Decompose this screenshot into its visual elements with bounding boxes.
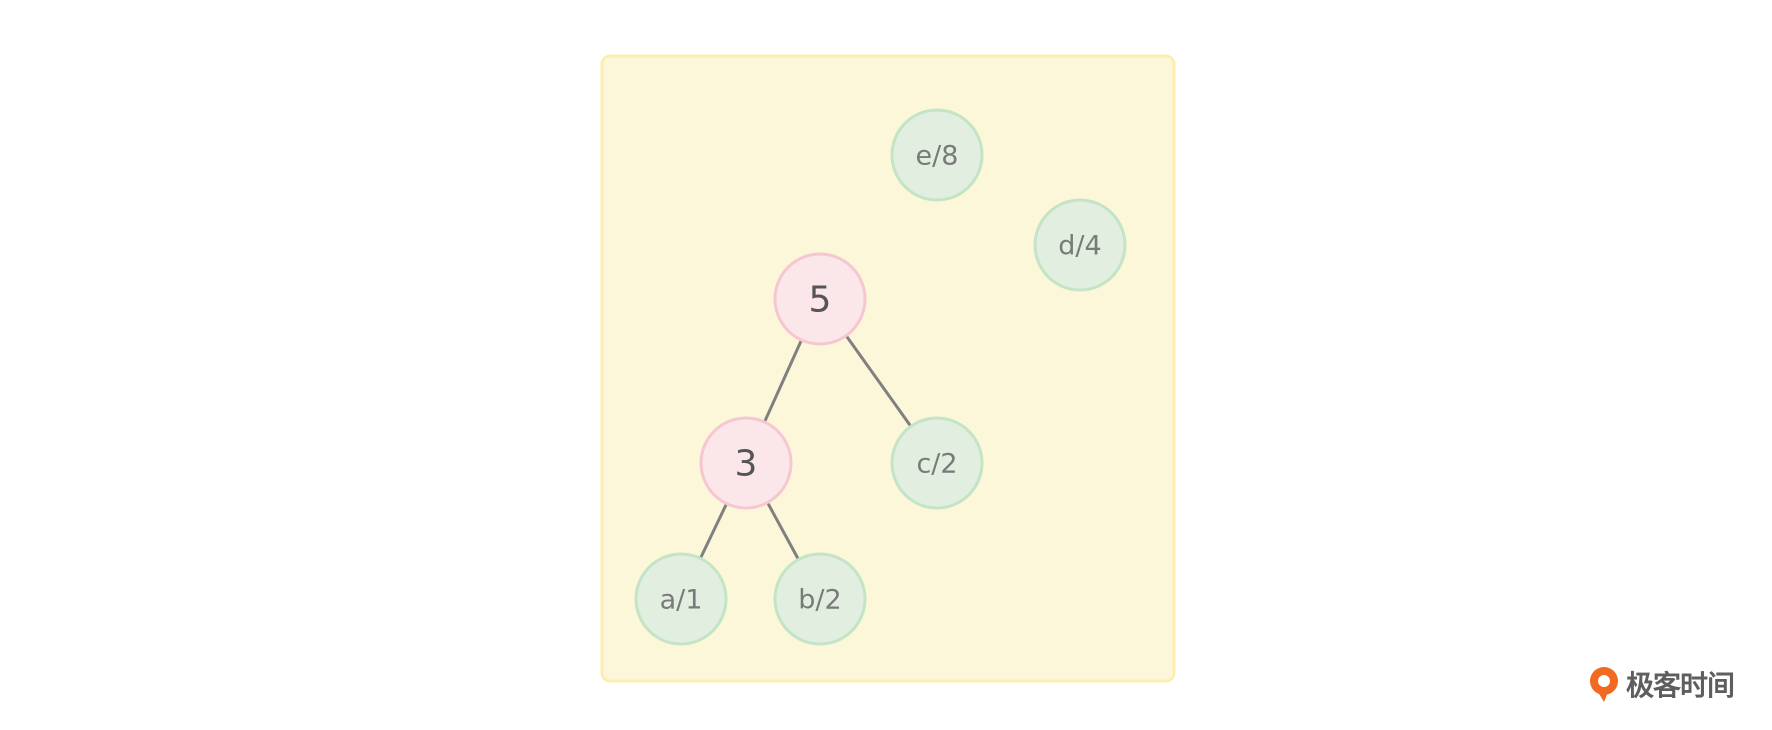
- edge-n3-a1: [698, 502, 729, 560]
- node-label: d/4: [1058, 231, 1101, 262]
- node-circle: [1033, 198, 1127, 292]
- node-label: e/8: [916, 141, 959, 172]
- brand-name: 极客时间: [1626, 669, 1735, 702]
- node-label: c/2: [916, 449, 957, 480]
- leaf-node-d4: d/4: [1033, 198, 1127, 292]
- node-label: b/2: [798, 585, 841, 616]
- node-circle: [890, 108, 984, 202]
- node-label: 5: [809, 280, 832, 321]
- edge-n5-n3: [763, 338, 803, 424]
- panel-background: [600, 54, 1176, 683]
- geektime-logo-icon: [1590, 667, 1618, 702]
- node-circle: [699, 416, 793, 510]
- leaf-node-e8: e/8: [890, 108, 984, 202]
- brand-watermark: 极客时间: [1588, 664, 1735, 704]
- node-circle: [773, 552, 867, 646]
- leaf-node-c2: c/2: [890, 416, 984, 510]
- edges-layer: [698, 334, 913, 561]
- edge-n5-c2: [844, 334, 913, 428]
- node-circle: [773, 252, 867, 346]
- node-label: 3: [735, 444, 758, 485]
- internal-node-n5: 5: [773, 252, 867, 346]
- internal-node-n3: 3: [699, 416, 793, 510]
- node-circle: [890, 416, 984, 510]
- leaf-node-a1: a/1: [634, 552, 728, 646]
- leaf-node-b2: b/2: [773, 552, 867, 646]
- edge-n3-b2: [766, 501, 800, 561]
- node-label: a/1: [660, 585, 703, 616]
- node-circle: [634, 552, 728, 646]
- nodes-layer: 5 3 c/2 a/1 b/2 e/8 d/4: [634, 108, 1127, 646]
